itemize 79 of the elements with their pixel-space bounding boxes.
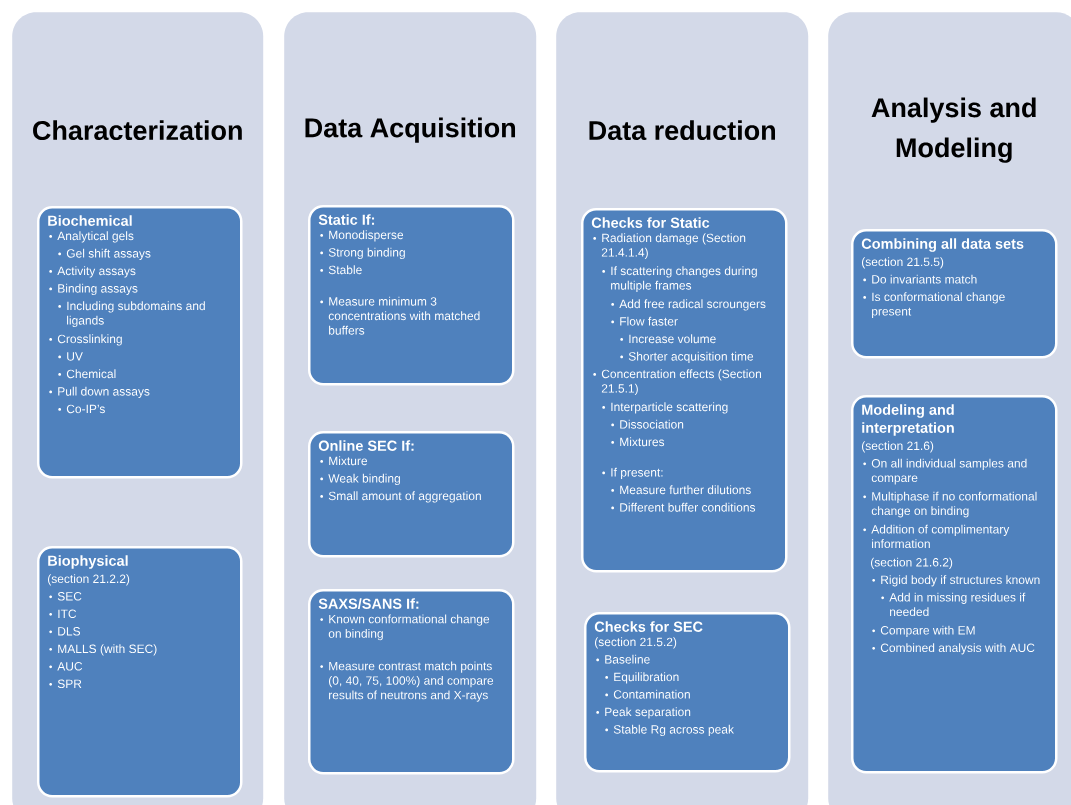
box-heading: Checks for SEC	[594, 621, 703, 632]
bullet-item: ITC	[49, 609, 77, 618]
section-note: (section 21.5.5)	[862, 257, 944, 269]
bullet-item: Radiation damage (Section 21.4.1.4)	[593, 233, 746, 259]
bullet-item: Concentration effects (Section 21.5.1)	[593, 369, 761, 395]
bullet-item: Is conformational change present	[863, 292, 1005, 318]
bullet-item: Rigid body if structures known	[872, 575, 1040, 587]
content-box	[581, 208, 788, 573]
section-note: (section 21.6)	[862, 441, 934, 453]
bullet-item: Peak separation	[596, 707, 691, 719]
bullet-item: Known conformational change on binding	[320, 614, 490, 641]
section-note: (section 21.5.2)	[595, 637, 677, 649]
bullet-item: Addition of complimentary information	[863, 524, 1010, 548]
bullet-item: UV	[58, 352, 83, 361]
bullet-item: DLS	[49, 627, 81, 636]
bullet-item: On all individual samples and compare	[863, 458, 1027, 485]
bullet-item: Interparticle scattering	[602, 402, 728, 414]
bullet-item: Including subdomains and ligands	[58, 301, 205, 328]
bullet-item: Mixture	[320, 456, 368, 466]
column-title: Analysis and Modeling	[871, 97, 1036, 163]
content-box	[584, 612, 791, 773]
box-heading: Checks for Static	[591, 217, 710, 228]
box-heading: Static If:	[318, 214, 375, 225]
bullet-item: Activity assays	[49, 266, 136, 278]
column-title: Data Acquisition	[305, 117, 515, 143]
bullet-item: Stable Rg across peak	[605, 724, 734, 737]
bullet-item: Analytical gels	[49, 231, 134, 243]
bullet-item: Baseline	[596, 654, 650, 664]
content-box	[851, 229, 1058, 359]
bullet-item: Crosslinking	[49, 334, 122, 346]
bullet-item: Add in missing residues if needed	[881, 592, 1026, 616]
bullet-item: Multiphase if no conformational change on binding	[863, 491, 1037, 518]
bullet-item: Shorter acquisition time	[620, 351, 754, 364]
bullet-item: Binding assays	[49, 283, 138, 296]
bullet-item: Gel shift assays	[58, 248, 151, 261]
bullet-item: Weak binding	[320, 473, 400, 486]
bullet-item: SEC	[49, 592, 82, 601]
bullet-item: Pull down assays	[49, 386, 150, 399]
box-heading: Combining all data sets	[861, 238, 1024, 252]
bullet-item: Equilibration	[605, 672, 679, 684]
bullet-item: Compare with EM	[872, 625, 975, 637]
bullet-item: Combined analysis with AUC	[872, 643, 1035, 655]
bullet-item: Increase volume	[620, 334, 716, 344]
box-heading: Modeling and interpretation	[862, 404, 954, 436]
bullet-item: Strong binding	[320, 247, 405, 260]
column-title: Data reduction	[589, 120, 775, 141]
bullet-item: If scattering changes during multiple frames	[602, 266, 757, 293]
bullet-item: AUC	[49, 662, 83, 671]
bullet-item: Different buffer conditions	[611, 502, 756, 512]
bullet-item: SPR	[49, 679, 82, 688]
box-heading: Biophysical	[48, 555, 128, 569]
box-heading: SAXS/SANS If:	[318, 598, 419, 610]
bullet-item: If present:	[602, 467, 663, 480]
bullet-item: Monodisperse	[320, 230, 404, 242]
section-note: (section 21.2.2)	[48, 574, 130, 586]
bullet-item: Stable	[320, 265, 362, 275]
bullet-item: Measure further dilutions	[611, 485, 751, 495]
box-heading: Online SEC If:	[318, 440, 414, 451]
bullet-item: MALLS (with SEC)	[49, 644, 157, 656]
bullet-item: Measure contrast match points (0, 40, 75, 100%) and compare results of neutrons and X-rays	[320, 661, 494, 702]
bullet-item: Chemical	[58, 369, 116, 379]
column-title: Characterization	[33, 120, 242, 141]
bullet-item: Small amount of aggregation	[320, 491, 481, 503]
bullet-item: Flow faster	[611, 316, 678, 326]
content-box	[37, 206, 243, 479]
content-box	[37, 546, 243, 798]
content-box	[851, 395, 1058, 774]
bullet-item: Do invariants match	[863, 274, 977, 284]
bullet-item: Co-IP’s	[58, 404, 105, 414]
bullet-item: Dissociation	[611, 419, 684, 429]
content-box	[308, 431, 515, 558]
bullet-item: Add free radical scroungers	[611, 299, 766, 311]
section-note: (section 21.6.2)	[871, 557, 953, 569]
box-heading: Biochemical	[48, 215, 132, 226]
content-box	[308, 589, 515, 775]
bullet-item: Measure minimum 3 concentrations with matched buffers	[320, 296, 480, 335]
bullet-item: Contamination	[605, 689, 690, 699]
bullet-item: Mixtures	[611, 437, 665, 447]
content-box	[308, 205, 515, 386]
